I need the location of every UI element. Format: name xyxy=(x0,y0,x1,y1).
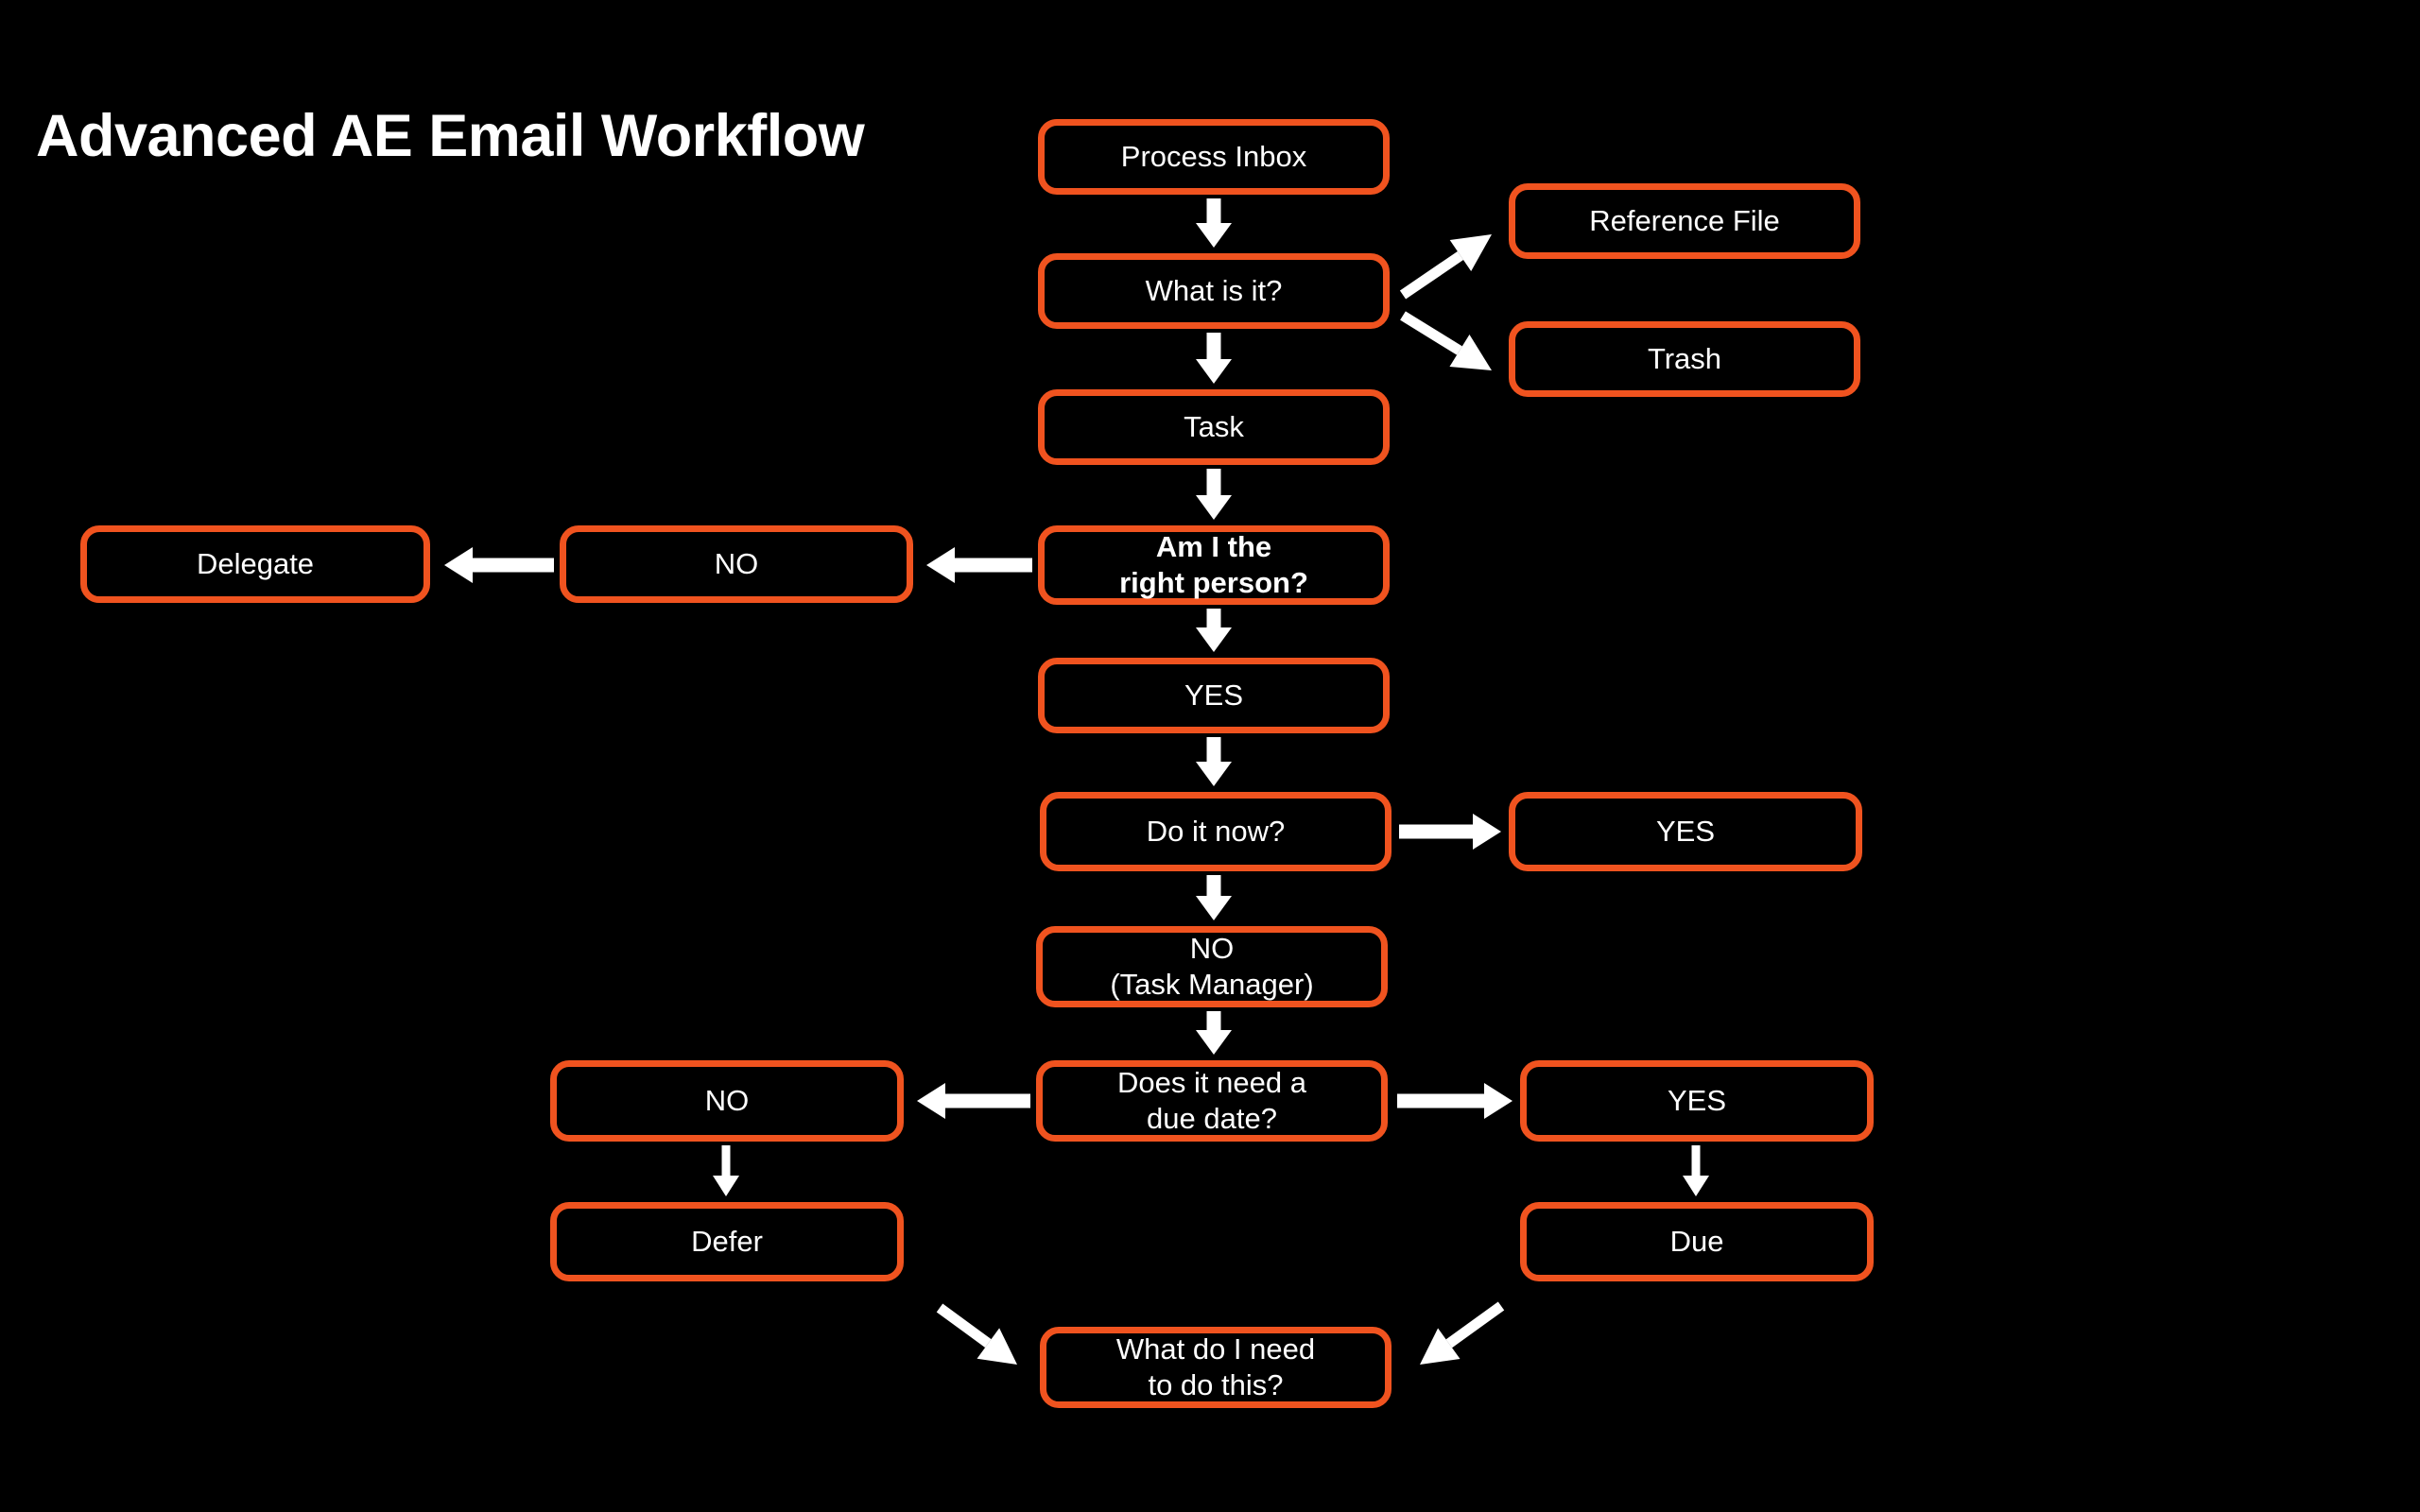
node-label-line: Do it now? xyxy=(1146,815,1286,849)
arrow-e-duedate-no-shaft xyxy=(943,1093,1030,1108)
arrow-e-duedate-yes-head xyxy=(1484,1083,1512,1119)
arrow-e-amiright-yes-shaft xyxy=(1206,609,1221,629)
node-label: YES xyxy=(1515,814,1856,850)
arrow-e-yes-due-shaft xyxy=(1691,1145,1701,1177)
node-label: NO xyxy=(557,1083,897,1119)
node-label-line: Trash xyxy=(1647,342,1722,376)
node-defer[interactable]: Defer xyxy=(550,1202,904,1281)
arrow-e-no-duedate-shaft xyxy=(1206,1011,1221,1032)
arrow-e-whatisit-trash-head xyxy=(1449,334,1492,370)
arrow-e-doitnow-yes-shaft xyxy=(1399,824,1475,839)
arrow-e-doitnow-no-shaft xyxy=(1206,875,1221,898)
node-label-line: due date? xyxy=(1147,1102,1277,1135)
node-label-line: YES xyxy=(1184,679,1244,713)
node-label-line: What do I need xyxy=(1115,1332,1316,1366)
page-title: Advanced AE Email Workflow xyxy=(36,103,865,169)
arrow-e-no-duedate-head xyxy=(1196,1030,1232,1055)
arrow-e-whatisit-task-head xyxy=(1196,359,1232,384)
arrow-e-defer-whatdoineed-shaft xyxy=(936,1303,992,1348)
arrow-e-whatisit-task-shaft xyxy=(1206,333,1221,361)
node-what-is-it[interactable]: What is it? xyxy=(1038,253,1390,329)
node-reference-file[interactable]: Reference File xyxy=(1509,183,1860,259)
arrow-e-due-whatdoineed-head xyxy=(1420,1328,1461,1365)
node-label: Reference File xyxy=(1515,203,1854,239)
node-task[interactable]: Task xyxy=(1038,389,1390,465)
arrow-e-doitnow-no-head xyxy=(1196,896,1232,920)
node-yes-do-it-now[interactable]: YES xyxy=(1509,792,1862,871)
arrow-e-amiright-no-head xyxy=(926,547,955,583)
node-label: What is it? xyxy=(1045,273,1383,309)
node-yes-right[interactable]: YES xyxy=(1038,658,1390,733)
arrow-e-no-delegate-shaft xyxy=(471,558,554,573)
arrow-e-due-whatdoineed-shaft xyxy=(1445,1301,1505,1349)
arrow-e-inbox-whatisit-shaft xyxy=(1206,198,1221,225)
arrow-e-inbox-whatisit-head xyxy=(1196,223,1232,248)
node-label-line: YES xyxy=(1667,1084,1727,1118)
node-label-line: (Task Manager) xyxy=(1110,968,1314,1001)
arrow-e-no-defer-head xyxy=(713,1176,739,1196)
arrow-e-duedate-no-head xyxy=(917,1083,945,1119)
node-trash[interactable]: Trash xyxy=(1509,321,1860,397)
arrow-e-yes-doitnow-shaft xyxy=(1206,737,1221,764)
node-label: Process Inbox xyxy=(1045,139,1383,175)
node-due[interactable]: Due xyxy=(1520,1202,1874,1281)
arrow-e-no-delegate-head xyxy=(444,547,473,583)
node-label-line: Am I the xyxy=(1155,530,1272,564)
node-label-line: right person? xyxy=(1119,566,1308,599)
node-label-line: NO xyxy=(714,547,759,581)
node-delegate[interactable]: Delegate xyxy=(80,525,430,603)
node-label: Do it now? xyxy=(1046,814,1385,850)
arrow-e-task-amiright-head xyxy=(1196,495,1232,520)
node-label-line: NO xyxy=(704,1084,750,1118)
node-label: Task xyxy=(1045,409,1383,445)
arrow-e-duedate-yes-shaft xyxy=(1397,1093,1486,1108)
node-label: NO(Task Manager) xyxy=(1043,931,1381,1003)
node-label: YES xyxy=(1045,678,1383,713)
node-label: Trash xyxy=(1515,341,1854,377)
arrow-e-yes-doitnow-head xyxy=(1196,762,1232,786)
node-label-line: Delegate xyxy=(196,547,315,581)
node-label-line: Task xyxy=(1184,410,1244,444)
node-label-line: to do this? xyxy=(1148,1368,1284,1401)
node-label-line: Due xyxy=(1669,1225,1724,1259)
node-label: Delegate xyxy=(87,546,424,582)
node-do-it-now[interactable]: Do it now? xyxy=(1040,792,1392,871)
node-no-due-date[interactable]: NO xyxy=(550,1060,904,1142)
arrow-e-no-defer-shaft xyxy=(721,1145,731,1177)
node-yes-due-date[interactable]: YES xyxy=(1520,1060,1874,1142)
arrow-e-doitnow-yes-head xyxy=(1473,814,1501,850)
node-label-line: Does it need a xyxy=(1117,1066,1306,1100)
node-label-line: Reference File xyxy=(1589,204,1780,238)
arrow-e-amiright-no-shaft xyxy=(953,558,1032,573)
arrow-e-task-amiright-shaft xyxy=(1206,469,1221,497)
arrow-e-defer-whatdoineed-head xyxy=(977,1328,1017,1365)
node-label-line: Process Inbox xyxy=(1120,140,1307,174)
node-label-line: NO xyxy=(1189,932,1235,966)
arrow-e-whatisit-reference-shaft xyxy=(1399,250,1464,300)
arrow-e-amiright-yes-head xyxy=(1196,627,1232,652)
arrow-e-whatisit-trash-shaft xyxy=(1400,311,1462,355)
node-label: Due xyxy=(1527,1224,1867,1260)
node-no-right[interactable]: NO xyxy=(560,525,913,603)
arrow-e-yes-due-head xyxy=(1683,1176,1709,1196)
node-label-line: YES xyxy=(1655,815,1716,849)
node-no-task-manager[interactable]: NO(Task Manager) xyxy=(1036,926,1388,1007)
arrow-e-whatisit-reference-head xyxy=(1449,234,1492,272)
node-label-line: What is it? xyxy=(1145,274,1283,308)
node-label-line: Defer xyxy=(691,1225,763,1259)
node-label: YES xyxy=(1527,1083,1867,1119)
node-label: Defer xyxy=(557,1224,897,1260)
node-process-inbox[interactable]: Process Inbox xyxy=(1038,119,1390,195)
node-label: NO xyxy=(566,546,907,582)
